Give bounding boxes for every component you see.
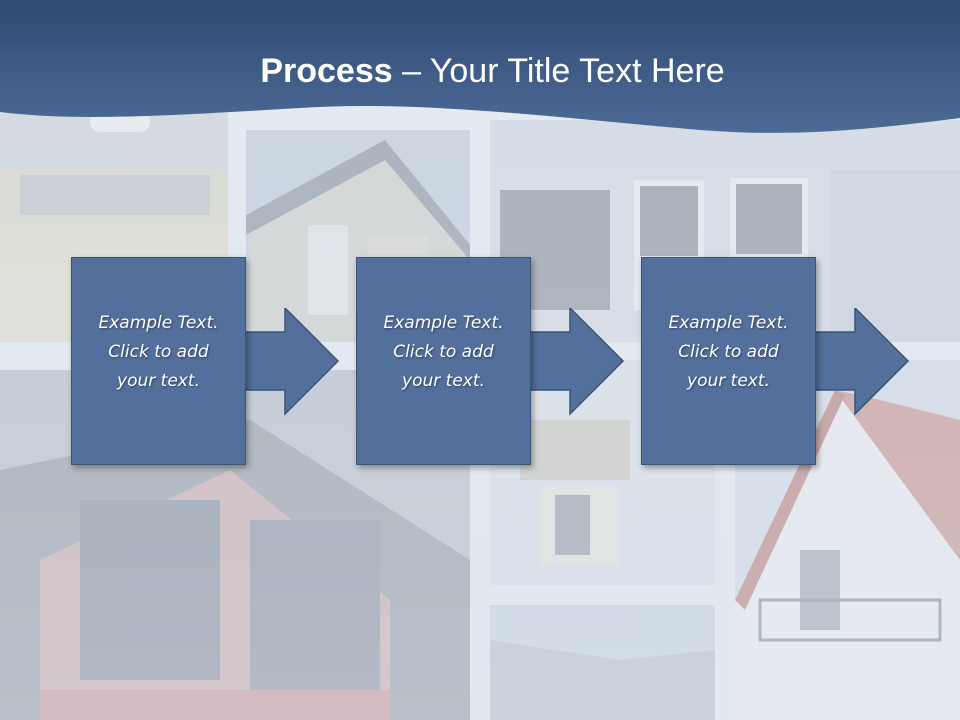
step-box (641, 257, 816, 465)
slide-title[interactable]: Process – Your Title Text Here (0, 52, 960, 91)
step-text-line: your text. (117, 371, 200, 391)
step-text-line: Click to add (393, 342, 494, 362)
step-text-line: your text. (402, 371, 485, 391)
title-rest-part: – Your Title Text Here (392, 52, 725, 90)
step-text[interactable]: Example Text. Click to add your text. (649, 309, 808, 396)
step-text-line: Click to add (678, 342, 779, 362)
right-arrow-icon (235, 308, 340, 416)
process-step-1[interactable]: Example Text. Click to add your text. (71, 257, 246, 465)
step-text-line: your text. (687, 371, 770, 391)
step-box (356, 257, 531, 465)
step-text[interactable]: Example Text. Click to add your text. (364, 309, 523, 396)
step-text[interactable]: Example Text. Click to add your text. (79, 309, 238, 396)
step-box (71, 257, 246, 465)
title-bold-part: Process (260, 52, 393, 90)
step-text-line: Example Text. (383, 313, 504, 333)
step-text-line: Click to add (108, 342, 209, 362)
process-step-3[interactable]: Example Text. Click to add your text. (641, 257, 816, 465)
header-banner (0, 0, 960, 133)
process-step-2[interactable]: Example Text. Click to add your text. (356, 257, 531, 465)
step-text-line: Example Text. (98, 313, 219, 333)
step-text-line: Example Text. (668, 313, 789, 333)
right-arrow-icon (520, 308, 625, 416)
right-arrow-icon (805, 308, 910, 416)
